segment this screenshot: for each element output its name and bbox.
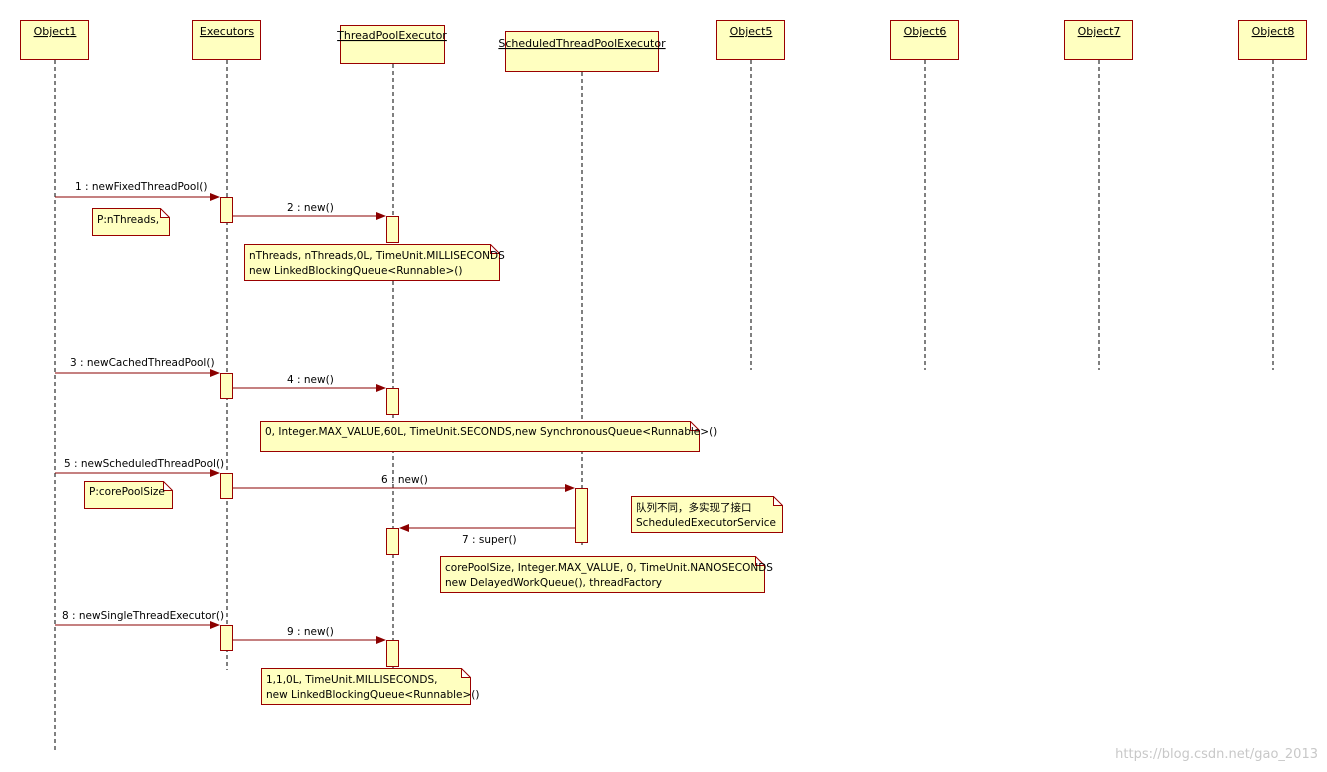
note-2-line-2: new LinkedBlockingQueue<Runnable>() <box>249 265 462 277</box>
message-label-1: 1 : newFixedThreadPool() <box>75 181 207 193</box>
message-label-4: 4 : new() <box>287 374 334 386</box>
note-7-line-1: 1,1,0L, TimeUnit.MILLISECONDS, <box>266 674 437 686</box>
note-2 <box>244 244 500 281</box>
object-box-scheduledthreadpoolexecutor[interactable] <box>505 31 659 72</box>
object-label-object8: Object8 <box>1252 25 1295 38</box>
object-box-threadpoolexecutor[interactable] <box>340 25 445 64</box>
object-label-object6: Object6 <box>904 25 947 38</box>
note-3-line-1: 0, Integer.MAX_VALUE,60L, TimeUnit.SECON… <box>265 426 717 438</box>
object-box-object6[interactable] <box>890 20 959 60</box>
object-label-executors: Executors <box>200 25 254 38</box>
object-label-object5: Object5 <box>730 25 773 38</box>
activation-threadpoolexecutor-4 <box>386 640 399 667</box>
message-label-8: 8 : newSingleThreadExecutor() <box>62 610 224 622</box>
message-label-9: 9 : new() <box>287 626 334 638</box>
activation-executors-4 <box>220 625 233 651</box>
note-7-line-2: new LinkedBlockingQueue<Runnable>() <box>266 689 479 701</box>
note-4 <box>84 481 173 509</box>
activation-threadpoolexecutor-2 <box>386 388 399 415</box>
note-4-line-1: P:corePoolSize <box>89 486 165 498</box>
note-5-line-2: ScheduledExecutorService <box>636 517 776 529</box>
note-2-line-1: nThreads, nThreads,0L, TimeUnit.MILLISEC… <box>249 250 505 262</box>
note-5-line-1: 队列不同，多实现了接口 <box>636 501 752 514</box>
object-box-executors[interactable] <box>192 20 261 60</box>
message-label-6: 6 : new() <box>381 474 428 486</box>
object-box-object8[interactable] <box>1238 20 1307 60</box>
message-label-3: 3 : newCachedThreadPool() <box>70 357 215 369</box>
object-box-object7[interactable] <box>1064 20 1133 60</box>
activation-executors-3 <box>220 473 233 499</box>
activation-threadpoolexecutor-3 <box>386 528 399 555</box>
object-label-object7: Object7 <box>1078 25 1121 38</box>
note-6-line-2: new DelayedWorkQueue(), threadFactory <box>445 577 662 589</box>
object-label-object1: Object1 <box>34 25 77 38</box>
note-1 <box>92 208 170 236</box>
object-box-object5[interactable] <box>716 20 785 60</box>
activation-scheduled-1 <box>575 488 588 543</box>
note-3 <box>260 421 700 452</box>
note-7 <box>261 668 471 705</box>
activation-executors-2 <box>220 373 233 399</box>
note-6 <box>440 556 765 593</box>
message-label-5: 5 : newScheduledThreadPool() <box>64 458 224 470</box>
note-6-line-1: corePoolSize, Integer.MAX_VALUE, 0, Time… <box>445 562 773 574</box>
object-label-scheduledthreadpoolexecutor: ScheduledThreadPoolExecutor <box>498 37 666 50</box>
activation-executors-1 <box>220 197 233 223</box>
activation-threadpoolexecutor-1 <box>386 216 399 243</box>
message-label-7: 7 : super() <box>462 534 517 546</box>
note-5 <box>631 496 783 533</box>
object-label-threadpoolexecutor: ThreadPoolExecutor <box>336 29 447 42</box>
note-1-line-1: P:nThreads, <box>97 214 159 226</box>
message-label-2: 2 : new() <box>287 202 334 214</box>
object-box-object1[interactable] <box>20 20 89 60</box>
watermark: https://blog.csdn.net/gao_2013 <box>1115 747 1318 762</box>
